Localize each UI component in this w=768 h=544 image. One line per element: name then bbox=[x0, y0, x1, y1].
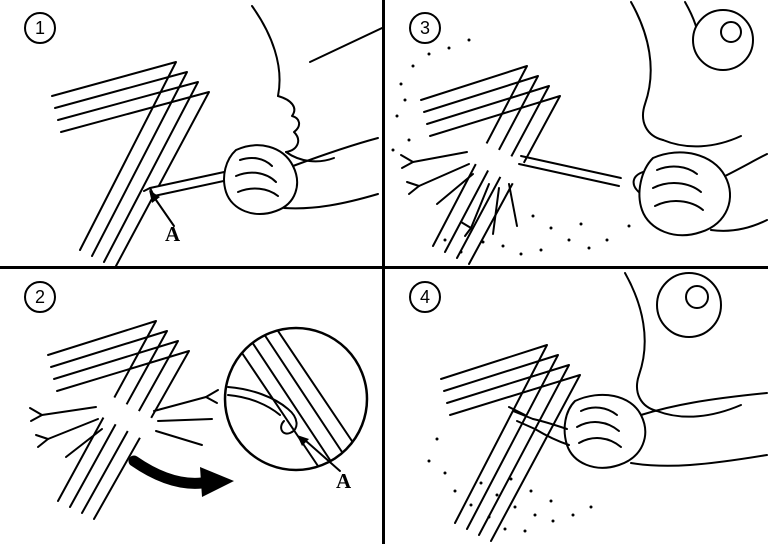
divider-vertical bbox=[382, 0, 385, 544]
step-number-3: 3 bbox=[409, 12, 441, 44]
illustration-step-1 bbox=[51, 5, 383, 266]
label-arrow bbox=[149, 190, 175, 227]
step-number-4-text: 4 bbox=[419, 287, 430, 307]
step-number-1: 1 bbox=[24, 12, 56, 44]
panel-step-4: 4 bbox=[385, 269, 768, 544]
step-number-1-text: 1 bbox=[34, 18, 45, 38]
step-number-2: 2 bbox=[24, 281, 56, 313]
illustration-step-4 bbox=[427, 272, 768, 542]
divider-horizontal bbox=[0, 266, 768, 269]
machine-body-curves bbox=[251, 5, 383, 163]
step-number-3-text: 3 bbox=[419, 18, 430, 38]
hand bbox=[532, 392, 768, 469]
machine-body-curves bbox=[624, 272, 742, 418]
rail bbox=[420, 65, 561, 265]
machine-body-curves bbox=[630, 1, 754, 148]
panel-step-1: 1 bbox=[0, 0, 384, 266]
step-number-4: 4 bbox=[409, 281, 441, 313]
rail bbox=[51, 61, 210, 266]
wire-clamp bbox=[400, 139, 526, 237]
speckles bbox=[391, 38, 631, 256]
rail bbox=[47, 320, 190, 520]
panel-step-2: 2 bbox=[0, 269, 384, 544]
zoom-arrow bbox=[128, 455, 234, 497]
small-part bbox=[508, 406, 536, 430]
wire-clamp bbox=[29, 389, 219, 458]
hand bbox=[223, 137, 379, 215]
panel-step-3: 3 bbox=[385, 0, 768, 266]
part-label-A-step-2: A bbox=[336, 469, 352, 493]
step-number-2-text: 2 bbox=[34, 287, 45, 307]
hand bbox=[638, 151, 768, 237]
illustration-step-3 bbox=[391, 1, 768, 265]
speckles bbox=[427, 437, 593, 533]
part-label-A-step-1: A bbox=[165, 222, 181, 246]
rail bbox=[440, 344, 581, 542]
magnifier-detail bbox=[223, 326, 369, 472]
illustration-step-2 bbox=[29, 320, 369, 520]
